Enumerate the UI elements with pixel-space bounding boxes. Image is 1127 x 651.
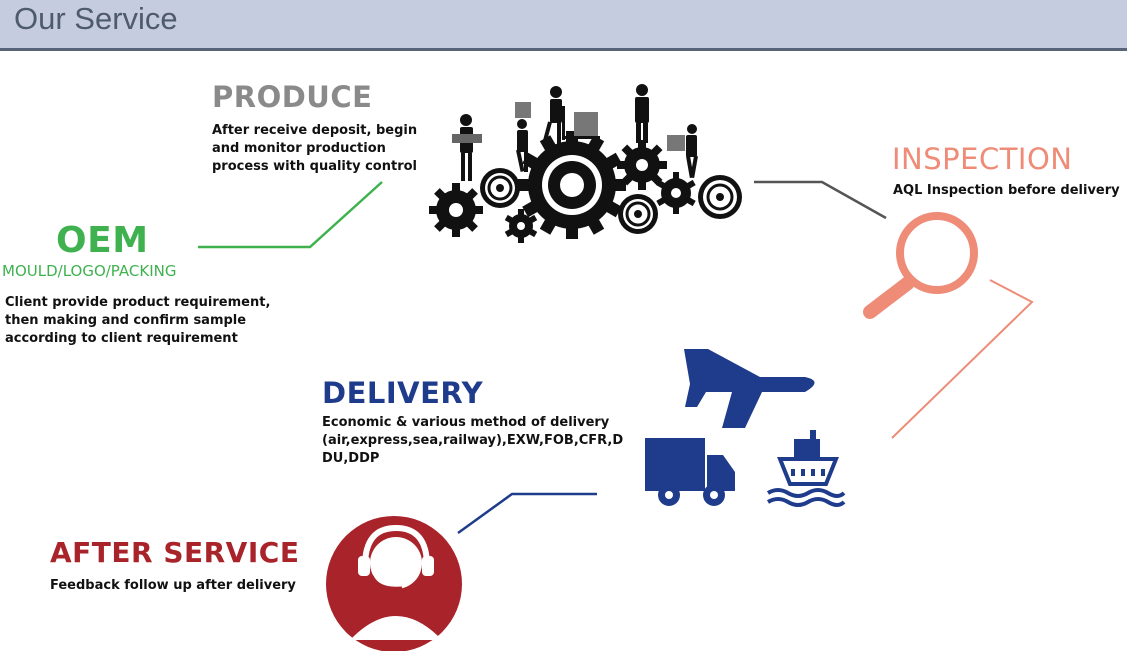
oem-title: OEM — [56, 220, 149, 261]
inspection-line-1: AQL Inspection before delivery — [893, 183, 1120, 198]
oem-line-1: Client provide product requirement, — [5, 295, 271, 310]
after-service-description: Feedback follow up after delivery — [50, 577, 310, 595]
delivery-description: Economic & various method of delivery (a… — [322, 414, 624, 468]
oem-line-2: then making and confirm sample — [5, 313, 247, 328]
connector-oem-produce — [198, 181, 383, 249]
gears-workers-icon — [429, 84, 742, 243]
produce-line-1: After receive deposit, begin — [212, 123, 418, 138]
delivery-line-1: Economic & various method of delivery — [322, 415, 610, 430]
page-title: Our Service — [14, 1, 178, 36]
connector-produce-inspection — [754, 180, 887, 220]
connector-inspection-delivery — [891, 279, 1034, 439]
oem-subtitle: MOULD/LOGO/PACKING — [2, 262, 177, 280]
connector-delivery-after — [457, 492, 597, 535]
delivery-line-3: DU,DDP — [322, 451, 380, 466]
header-bar: Our Service — [0, 0, 1127, 51]
inspection-title: INSPECTION — [892, 142, 1073, 176]
truck-icon — [645, 438, 735, 506]
delivery-line-2: (air,express,sea,railway),EXW,FOB,CFR,D — [322, 433, 624, 448]
oem-line-3: according to client requirement — [5, 331, 238, 346]
airplane-icon — [684, 349, 815, 428]
magnifier-icon — [863, 212, 978, 319]
inspection-description: AQL Inspection before delivery — [893, 182, 1123, 200]
after-service-title: AFTER SERVICE — [50, 536, 300, 569]
headset-agent-icon — [326, 516, 462, 651]
delivery-title: DELIVERY — [322, 376, 484, 410]
oem-description: Client provide product requirement, then… — [5, 294, 285, 348]
after-service-line-1: Feedback follow up after delivery — [50, 578, 296, 593]
produce-line-2: and monitor production — [212, 141, 386, 156]
ship-icon — [766, 430, 846, 507]
produce-line-3: process with quality control — [212, 159, 417, 174]
produce-description: After receive deposit, begin and monitor… — [212, 122, 422, 176]
produce-title: PRODUCE — [212, 80, 373, 114]
